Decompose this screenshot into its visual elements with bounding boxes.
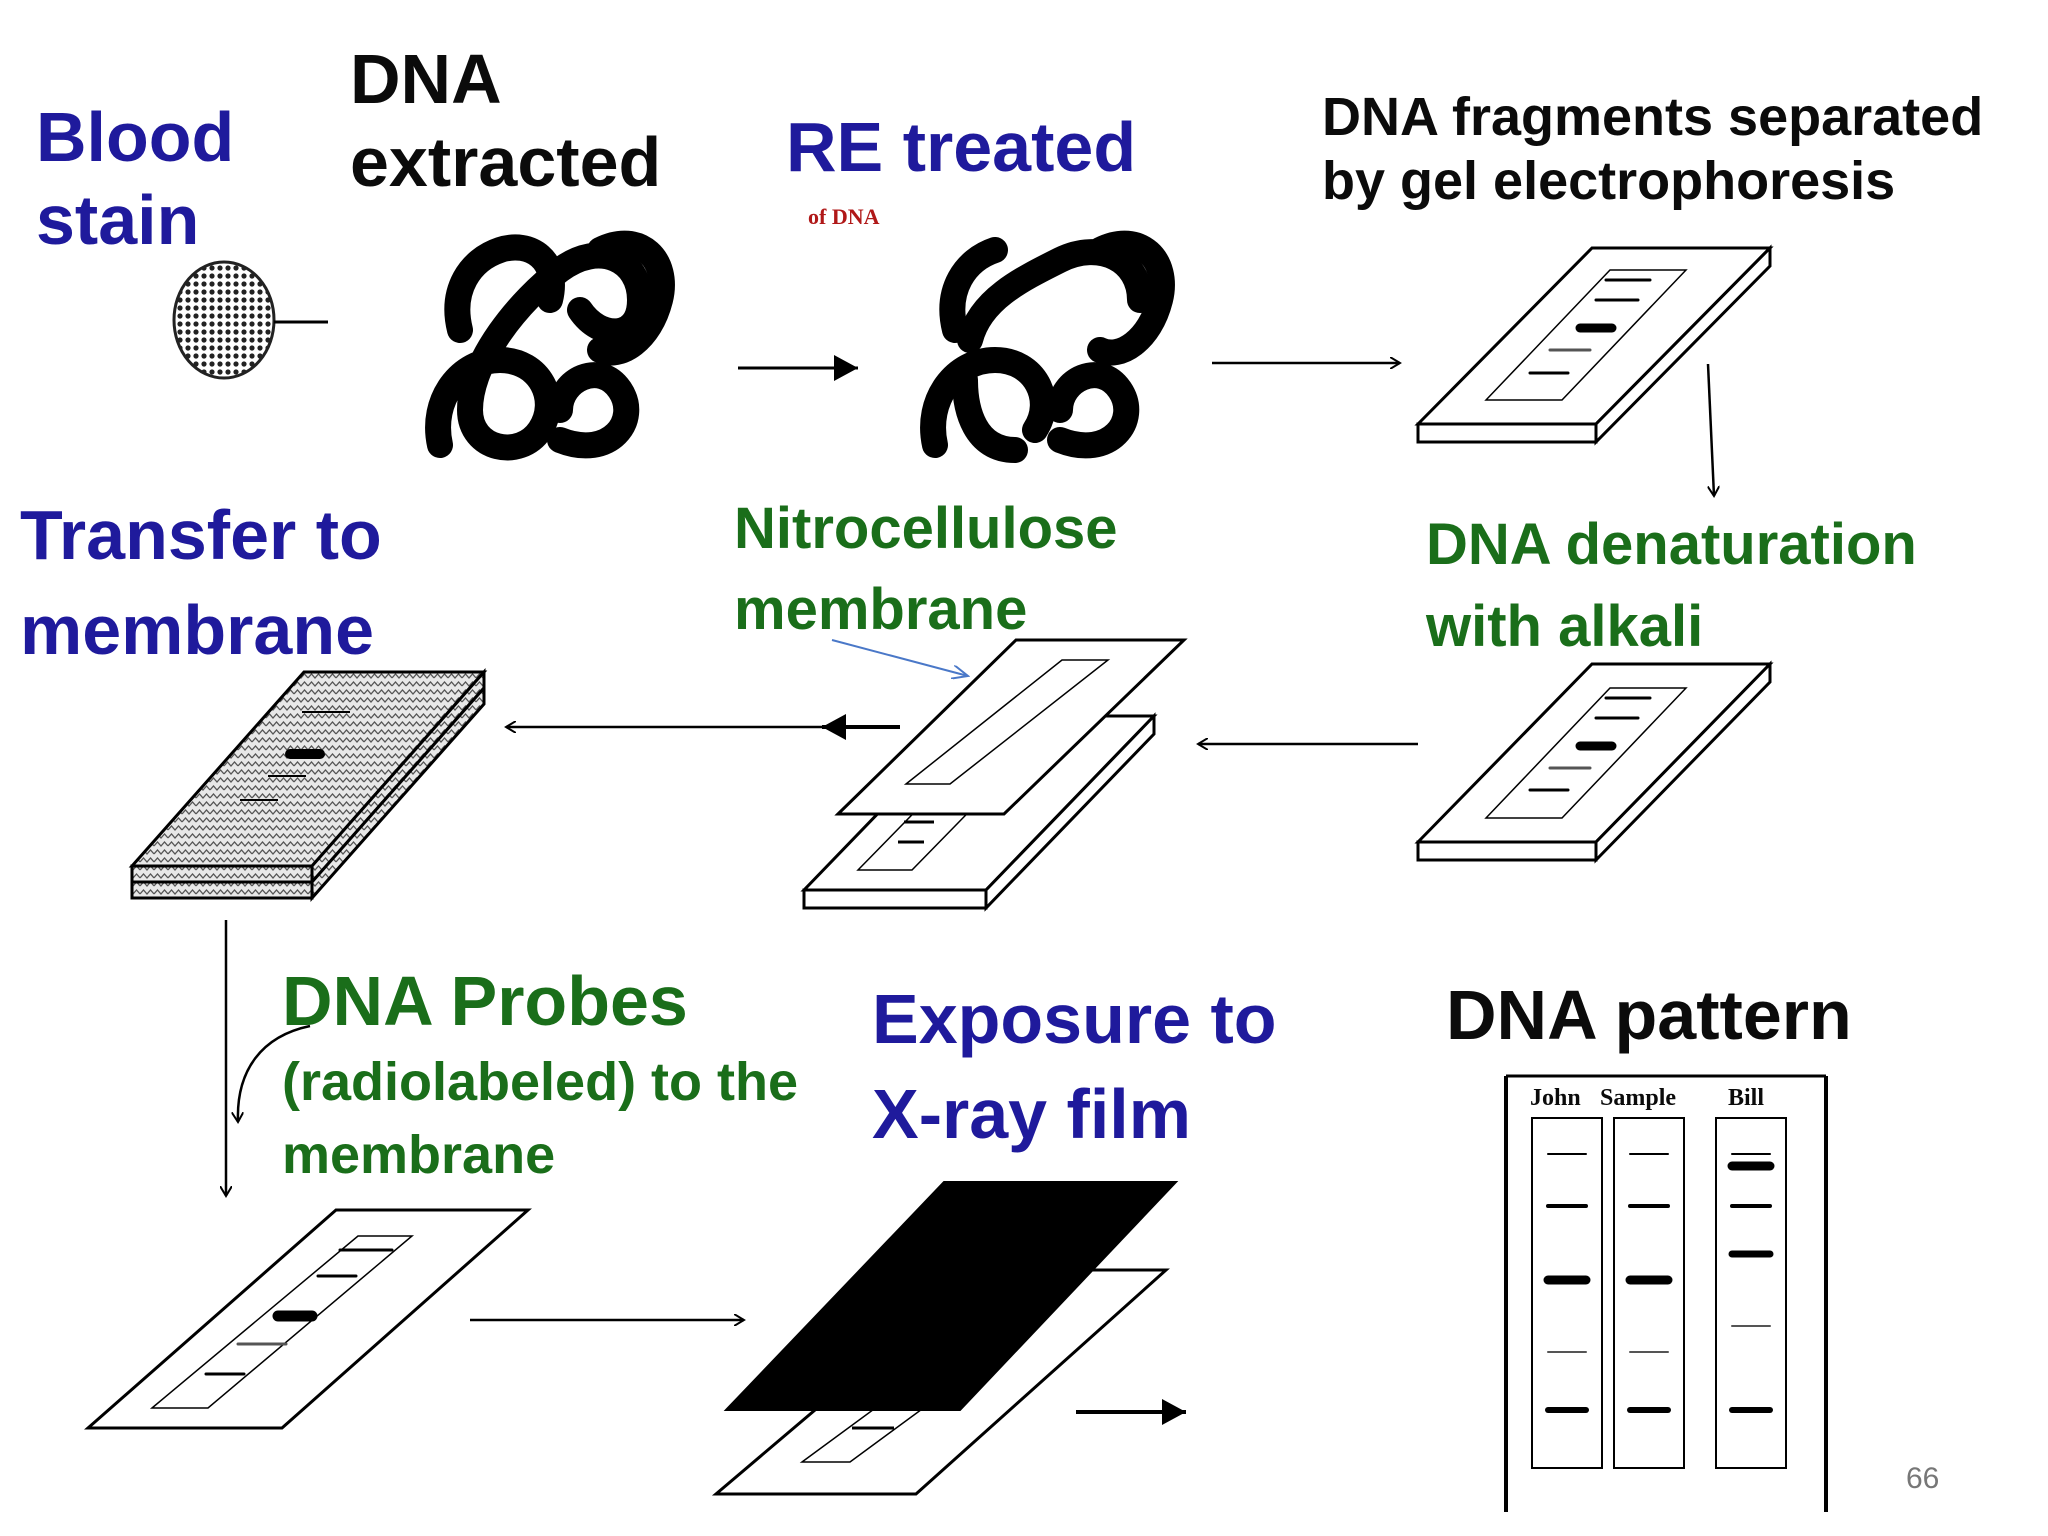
dna-probes-label: DNA Probes (radiolabeled) to the membran… (282, 960, 798, 1188)
exposure-label-line2: X-ray film (872, 1074, 1191, 1153)
lane-john (1531, 1117, 1603, 1469)
transfer-stack (128, 668, 488, 902)
dna-extracted-label: DNA extracted (350, 38, 661, 203)
blood-stain-label-line1: Blood (36, 98, 235, 176)
blood-stain-label: Blood stain (36, 96, 234, 261)
dna-denaturation-label-line1: DNA denaturation (1426, 512, 1917, 577)
re-treated-label: RE treated (786, 108, 1137, 186)
dna-extracted-label-line2: extracted (350, 122, 662, 201)
dna-pattern-bands (1543, 1153, 1775, 1413)
gel-electrophoresis-label-line2: by gel electrophoresis (1322, 150, 1896, 211)
nitrocellulose-sheet (834, 638, 1188, 816)
exposure-label: Exposure to X-ray film (872, 972, 1277, 1161)
dna-probes-title: DNA Probes (282, 962, 688, 1040)
gel-electrophoresis-label: DNA fragments separated by gel electroph… (1322, 86, 1983, 213)
lane-label-john: John (1530, 1085, 1581, 1111)
lane-sample (1613, 1117, 1685, 1469)
probed-membrane-bands (204, 1248, 394, 1376)
gel-electrophoresis-slab (1414, 244, 1774, 446)
lane-bill (1715, 1117, 1787, 1469)
dna-denaturation-label: DNA denaturation with alkali (1426, 504, 1917, 669)
re-treated-small-caption: of DNA (808, 204, 880, 229)
page-number: 66 (1906, 1462, 1940, 1495)
dna-probes-line1: (radiolabeled) to the (282, 1051, 799, 1112)
dna-coil-intact (425, 230, 675, 461)
nitrocellulose-membrane-label: Nitrocellulose membrane (734, 488, 1118, 650)
nitrocellulose-membrane-label-line2: membrane (734, 577, 1028, 643)
transfer-to-membrane-label: Transfer to membrane (20, 488, 382, 677)
blood-stain-label-line2: stain (36, 180, 200, 259)
gel-electrophoresis-bands (1528, 278, 1652, 375)
dna-denaturation-label-line2: with alkali (1426, 594, 1704, 660)
nitrocellulose-membrane-label-line1: Nitrocellulose (734, 496, 1118, 561)
dna-extracted-label-line1: DNA (350, 40, 502, 118)
denatured-gel-slab (1414, 660, 1774, 864)
probe-curved-arrow (238, 1024, 311, 1122)
dna-pattern-card (1504, 1074, 1828, 1512)
transfer-to-membrane-label-line2: membrane (20, 590, 375, 669)
denatured-gel-bands (1528, 696, 1652, 792)
nitrocellulose-pointer-arrow (831, 639, 968, 676)
blood-stain-drop (172, 260, 276, 380)
dna-coil-fragmented (920, 230, 1175, 463)
gel-electrophoresis-label-line1: DNA fragments separated (1322, 87, 1984, 147)
dna-pattern-label: DNA pattern (1446, 976, 1852, 1054)
x-ray-film (723, 1181, 1179, 1411)
exposure-label-line1: Exposure to (872, 980, 1277, 1058)
lane-label-sample: Sample (1600, 1085, 1677, 1111)
lane-label-bill: Bill (1728, 1085, 1765, 1111)
dna-probes-line2: membrane (282, 1125, 556, 1186)
transfer-to-membrane-label-line1: Transfer to (20, 496, 382, 574)
arrow-gel-to-denature (1706, 363, 1714, 496)
